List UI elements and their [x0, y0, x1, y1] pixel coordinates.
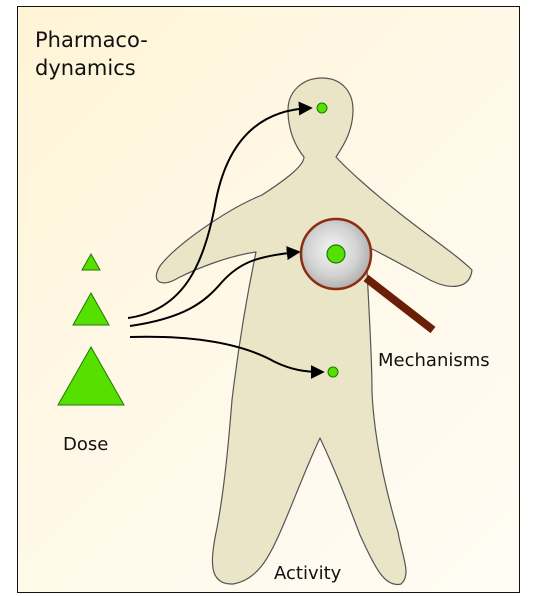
dose-triangle-small: [82, 254, 100, 270]
dose-triangle-large: [58, 347, 124, 405]
target-site-head: [317, 103, 327, 113]
human-body-silhouette: [156, 78, 472, 585]
target-site-abdomen: [328, 367, 338, 377]
dose-triangle-medium: [73, 293, 109, 325]
magnifier-handle: [366, 278, 433, 330]
title-line-1: Pharmaco-: [35, 26, 148, 54]
mechanisms-label: Mechanisms: [378, 350, 490, 371]
title-line-2: dynamics: [35, 54, 148, 82]
dose-label: Dose: [63, 434, 108, 455]
diagram-title: Pharmaco- dynamics: [35, 26, 148, 82]
target-site-chest: [327, 245, 345, 263]
activity-label: Activity: [274, 563, 341, 584]
